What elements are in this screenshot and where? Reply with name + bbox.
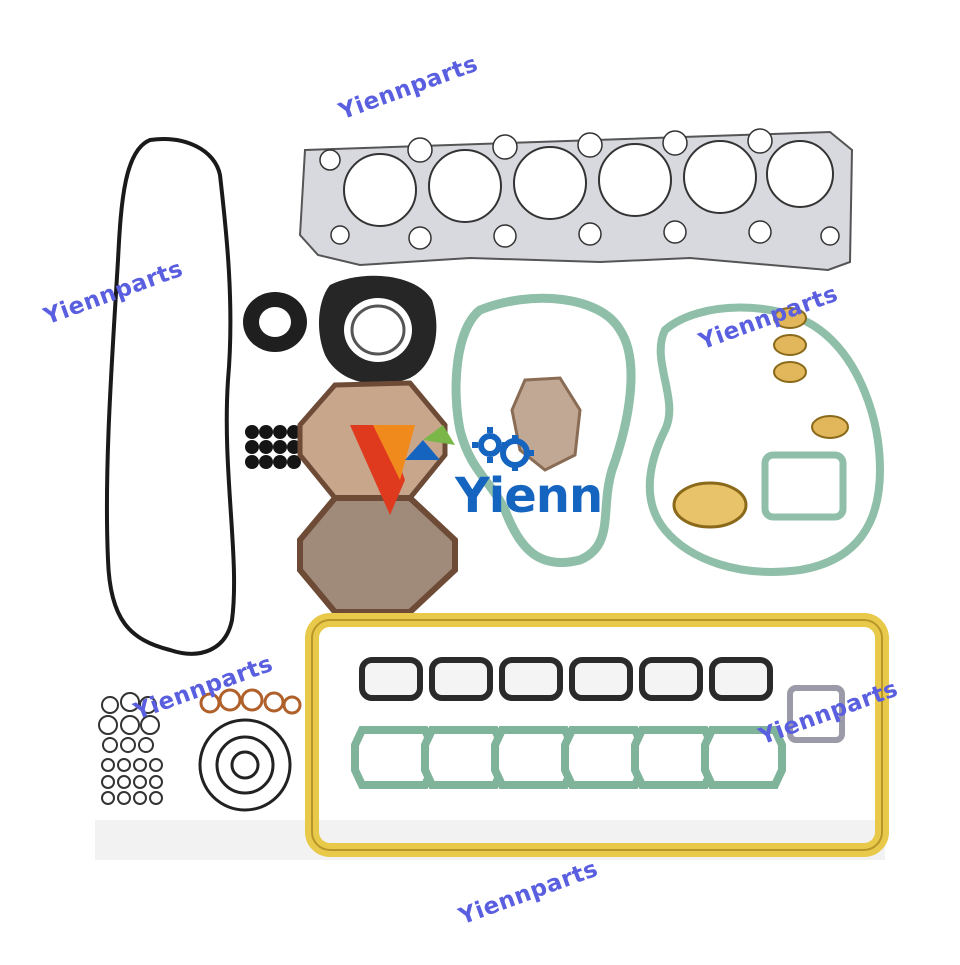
cylinder-head-gasket	[298, 128, 854, 272]
turbo-gasket	[787, 685, 845, 743]
intake-manifold-gaskets	[359, 657, 773, 701]
small-flange-gaskets	[773, 307, 849, 439]
logo-text: Yienn	[455, 468, 603, 524]
copper-washers	[199, 688, 302, 715]
oil-pan-gasket-edge	[311, 619, 883, 851]
o-rings-small	[98, 692, 163, 805]
valve-cover-gasket	[104, 137, 237, 656]
exhaust-flange-gasket	[672, 481, 748, 529]
yienn-logo-mark	[350, 425, 455, 515]
valve-stem-seals	[245, 425, 301, 469]
copper-cover-gasket-lower	[297, 495, 458, 615]
large-o-rings	[198, 718, 292, 812]
exhaust-manifold-gaskets	[351, 726, 786, 789]
timing-gasket-left	[451, 293, 636, 568]
oil-pump-gasket	[510, 376, 582, 472]
front-oil-seal	[243, 292, 307, 352]
logo-green-triangle	[423, 425, 455, 445]
rear-oil-seal	[318, 275, 437, 385]
square-flange-gasket	[761, 451, 847, 521]
gear-icon	[472, 427, 534, 471]
logo-blue-triangle	[405, 440, 440, 460]
logo-orange-stripe	[373, 425, 415, 480]
timing-gasket-right	[645, 303, 885, 576]
